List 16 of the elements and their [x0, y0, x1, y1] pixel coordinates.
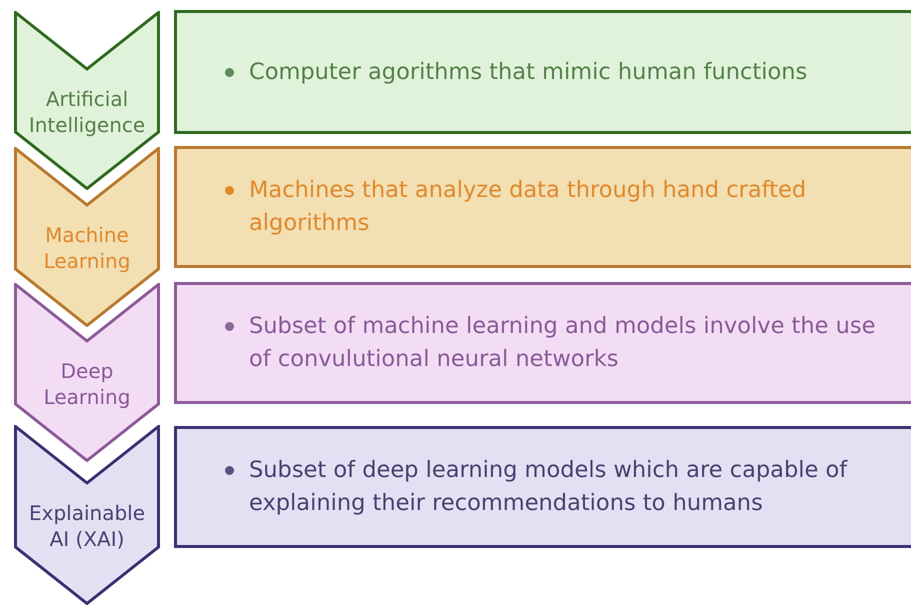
description-box [174, 426, 911, 548]
description-text: Computer agorithms that mimic human functions [249, 58, 808, 86]
stage-label: Explainable AI (XAI) [28, 500, 146, 552]
description-text: Subset of machine learning and models involve the use of convulutional neural networks [249, 312, 876, 374]
description-text: Subset of deep learning models which are capable of explaining their recommendations to humans [249, 456, 849, 518]
chevron-shape [14, 425, 160, 605]
description-box [174, 146, 911, 268]
chevron-shape [14, 147, 160, 327]
stage-label: Machine Learning [42, 222, 132, 274]
chevron-shape [14, 11, 160, 190]
stage-label: Artificial Intelligence [28, 86, 146, 138]
description-box [174, 10, 911, 134]
stage-label: Deep Learning [42, 358, 132, 410]
chevron-shape [14, 283, 160, 462]
description-box [174, 282, 911, 404]
description-text: Machines that analyze data through hand crafted algorithms [249, 176, 808, 238]
